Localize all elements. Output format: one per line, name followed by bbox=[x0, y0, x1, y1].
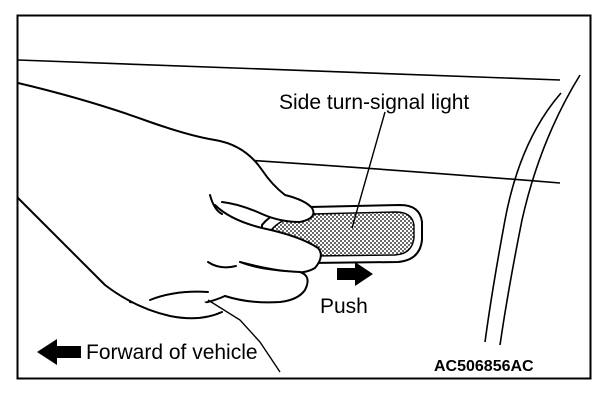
push-label: Push bbox=[320, 295, 368, 318]
figure-frame bbox=[16, 14, 592, 380]
forward-direction-label: Forward of vehicle bbox=[86, 341, 258, 364]
door-edge-lines bbox=[484, 74, 581, 346]
figure-code: AC506856AC bbox=[434, 358, 534, 375]
part-leader-line bbox=[351, 111, 386, 229]
part-label: Side turn-signal light bbox=[279, 91, 470, 114]
hand-illustration bbox=[17, 82, 322, 320]
push-arrow-icon bbox=[337, 262, 373, 286]
vehicle-body-lines bbox=[17, 59, 561, 184]
hand-leader-line bbox=[207, 299, 281, 373]
forward-arrow-icon bbox=[37, 339, 81, 365]
